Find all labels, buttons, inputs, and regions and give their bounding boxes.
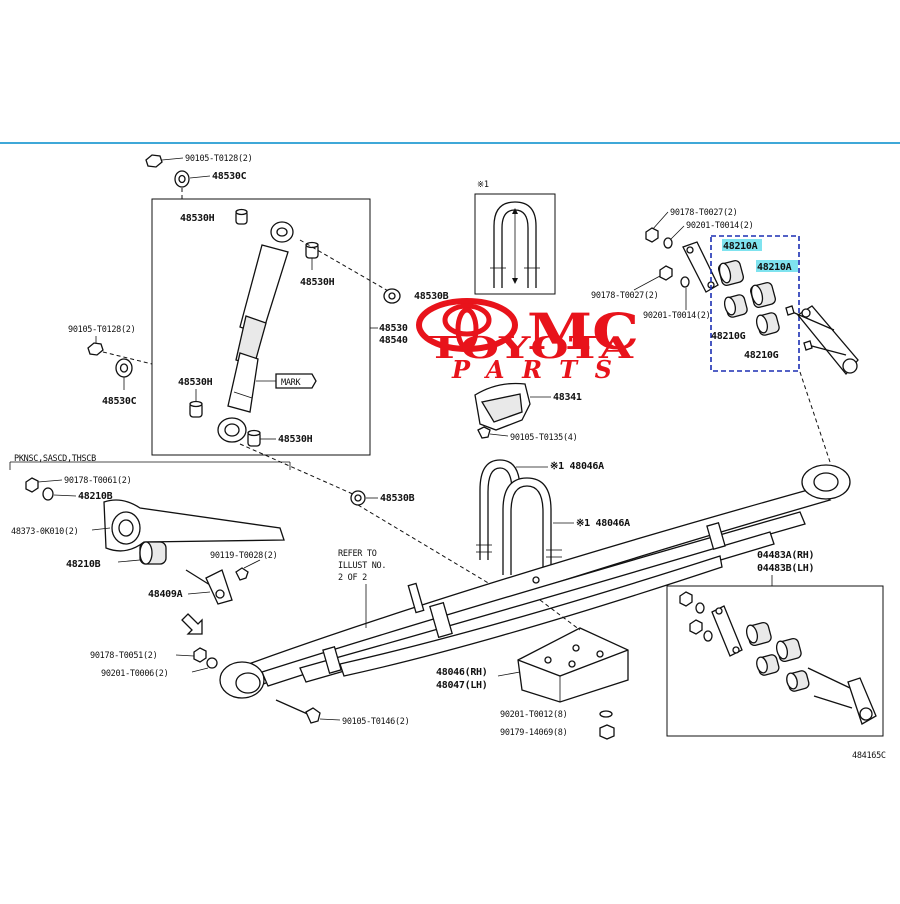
label-48210G-a: 48210G bbox=[711, 331, 746, 342]
label-48047: 48047(LH) bbox=[436, 680, 488, 691]
shock-absorber-group-box bbox=[151, 198, 371, 456]
leaf-spring-icon bbox=[219, 464, 851, 699]
bushing-lower-left-icon bbox=[189, 400, 203, 418]
kit-parts-icon bbox=[679, 591, 877, 725]
label-48530H-d: 48530H bbox=[278, 434, 313, 445]
shackle-kit-box bbox=[666, 585, 884, 737]
front-lower-nut-icon bbox=[193, 647, 218, 669]
label-48530C-left: 48530C bbox=[102, 396, 137, 407]
refer-line3: 2 OF 2 bbox=[338, 573, 367, 583]
inset-mark: ※1 bbox=[477, 180, 489, 190]
washer-right-icon bbox=[383, 288, 401, 304]
shackle-plate-right-icon bbox=[785, 305, 859, 376]
label-48530H-c: 48530H bbox=[178, 377, 213, 388]
label-90105-T0146: 90105-T0146(2) bbox=[342, 717, 409, 727]
label-48046: 48046(RH) bbox=[436, 667, 488, 678]
logo-line1: MC bbox=[527, 302, 639, 361]
label-90178-T0027-a: 90178-T0027(2) bbox=[670, 208, 737, 218]
label-48530B-b: 48530B bbox=[380, 493, 415, 504]
bushing-48210G-right-icon bbox=[755, 312, 780, 336]
front-bracket-icon bbox=[103, 499, 285, 552]
label-48341: 48341 bbox=[553, 392, 582, 403]
label-04483B: 04483B(LH) bbox=[757, 563, 814, 574]
label-90201-T0014: 90201-T0014(2) bbox=[686, 221, 753, 231]
front-washer-icon bbox=[42, 487, 77, 501]
label-48210G-b: 48210G bbox=[744, 350, 779, 361]
bushing-lower-right-icon bbox=[247, 429, 276, 447]
left-bolt-icon bbox=[87, 342, 153, 365]
shackle-nut-mid-icon bbox=[659, 265, 690, 288]
label-48210B-b: 48210B bbox=[66, 559, 101, 570]
label-48210A-b: 48210A bbox=[757, 262, 792, 273]
label-90201-T0006: 90201-T0006(2) bbox=[101, 669, 168, 679]
label-90201-T0012: 90201-T0012(8) bbox=[500, 710, 567, 720]
label-90119-T0028: 90119-T0028(2) bbox=[210, 551, 277, 561]
label-90105-T0128-top: 90105-T0128(2) bbox=[185, 154, 252, 164]
bushing-48210A-right-icon bbox=[750, 282, 776, 308]
label-48210B-a: 48210B bbox=[78, 491, 113, 502]
label-90178-T0061: 90178-T0061(2) bbox=[64, 476, 131, 486]
label-90178-T0027-b: 90178-T0027(2) bbox=[591, 291, 658, 301]
front-bushing-icon bbox=[117, 541, 167, 565]
bushing-top-icon bbox=[235, 208, 248, 225]
seat-nut-icon bbox=[599, 724, 615, 740]
label-90105-T0128-left: 90105-T0128(2) bbox=[68, 325, 135, 335]
label-48046A-b: ※1 48046A bbox=[576, 518, 630, 529]
label-48540: 48540 bbox=[379, 335, 408, 346]
bushing-48210A-left-icon bbox=[718, 260, 744, 286]
label-48530: 48530 bbox=[379, 323, 408, 334]
u-bolt-inset-box bbox=[474, 193, 556, 295]
direction-arrow-icon bbox=[181, 613, 203, 635]
drawing-number: 484165C bbox=[852, 751, 886, 761]
u-bolt-front-icon bbox=[502, 477, 562, 575]
label-90179-14069: 90179-14069(8) bbox=[500, 728, 567, 738]
label-90178-T0051: 90178-T0051(2) bbox=[90, 651, 157, 661]
label-48530H-b: 48530H bbox=[300, 277, 335, 288]
label-04483A: 04483A(RH) bbox=[757, 550, 814, 561]
label-48409A: 48409A bbox=[148, 589, 183, 600]
highlight-48210A-a bbox=[722, 239, 762, 251]
label-48046A-a: ※1 48046A bbox=[550, 461, 604, 472]
highlight-48210A-b bbox=[756, 260, 798, 272]
seat-washer-icon bbox=[599, 710, 613, 718]
bump-stopper-icon bbox=[474, 382, 551, 431]
top-washer-icon bbox=[174, 170, 211, 188]
shackle-nut-top-icon bbox=[645, 227, 673, 249]
selected-parts-box bbox=[710, 235, 800, 372]
spring-seat-plate-icon bbox=[517, 627, 629, 703]
front-nut-icon bbox=[25, 477, 63, 493]
front-long-bolt-icon bbox=[275, 699, 341, 724]
bushing-48210G-left-icon bbox=[723, 294, 748, 318]
front-pin-icon bbox=[185, 559, 261, 605]
toyota-logo: MC TOYOTA PARTS bbox=[416, 298, 639, 384]
label-90105-T0135: 90105-T0135(4) bbox=[510, 433, 577, 443]
refer-line1: REFER TO bbox=[338, 549, 377, 559]
label-48373: 48373-0K010(2) bbox=[11, 527, 78, 537]
bump-stopper-bolt-icon bbox=[477, 426, 509, 439]
shock-absorber-icon bbox=[217, 221, 294, 443]
refer-line2: ILLUST NO. bbox=[338, 561, 386, 571]
label-48530H-a: 48530H bbox=[180, 213, 215, 224]
mark-tag bbox=[256, 373, 317, 389]
label-90201-T0014-b: 90201-T0014(2) bbox=[643, 311, 710, 321]
washer-lower-icon bbox=[350, 490, 366, 506]
label-48530C-top: 48530C bbox=[212, 171, 247, 182]
u-bolt-inset-icon bbox=[490, 201, 540, 288]
label-48530B-a: 48530B bbox=[414, 291, 449, 302]
label-variants: PKNSC,SASCD,THSCB bbox=[14, 454, 96, 464]
label-48210A-a: 48210A bbox=[723, 241, 758, 252]
label-mark: MARK bbox=[281, 378, 301, 388]
top-bolt-icon bbox=[145, 154, 184, 168]
logo-line2: TOYOTA bbox=[428, 331, 634, 366]
bushing-right-upper-icon bbox=[305, 241, 319, 270]
left-washer-icon bbox=[115, 358, 133, 390]
